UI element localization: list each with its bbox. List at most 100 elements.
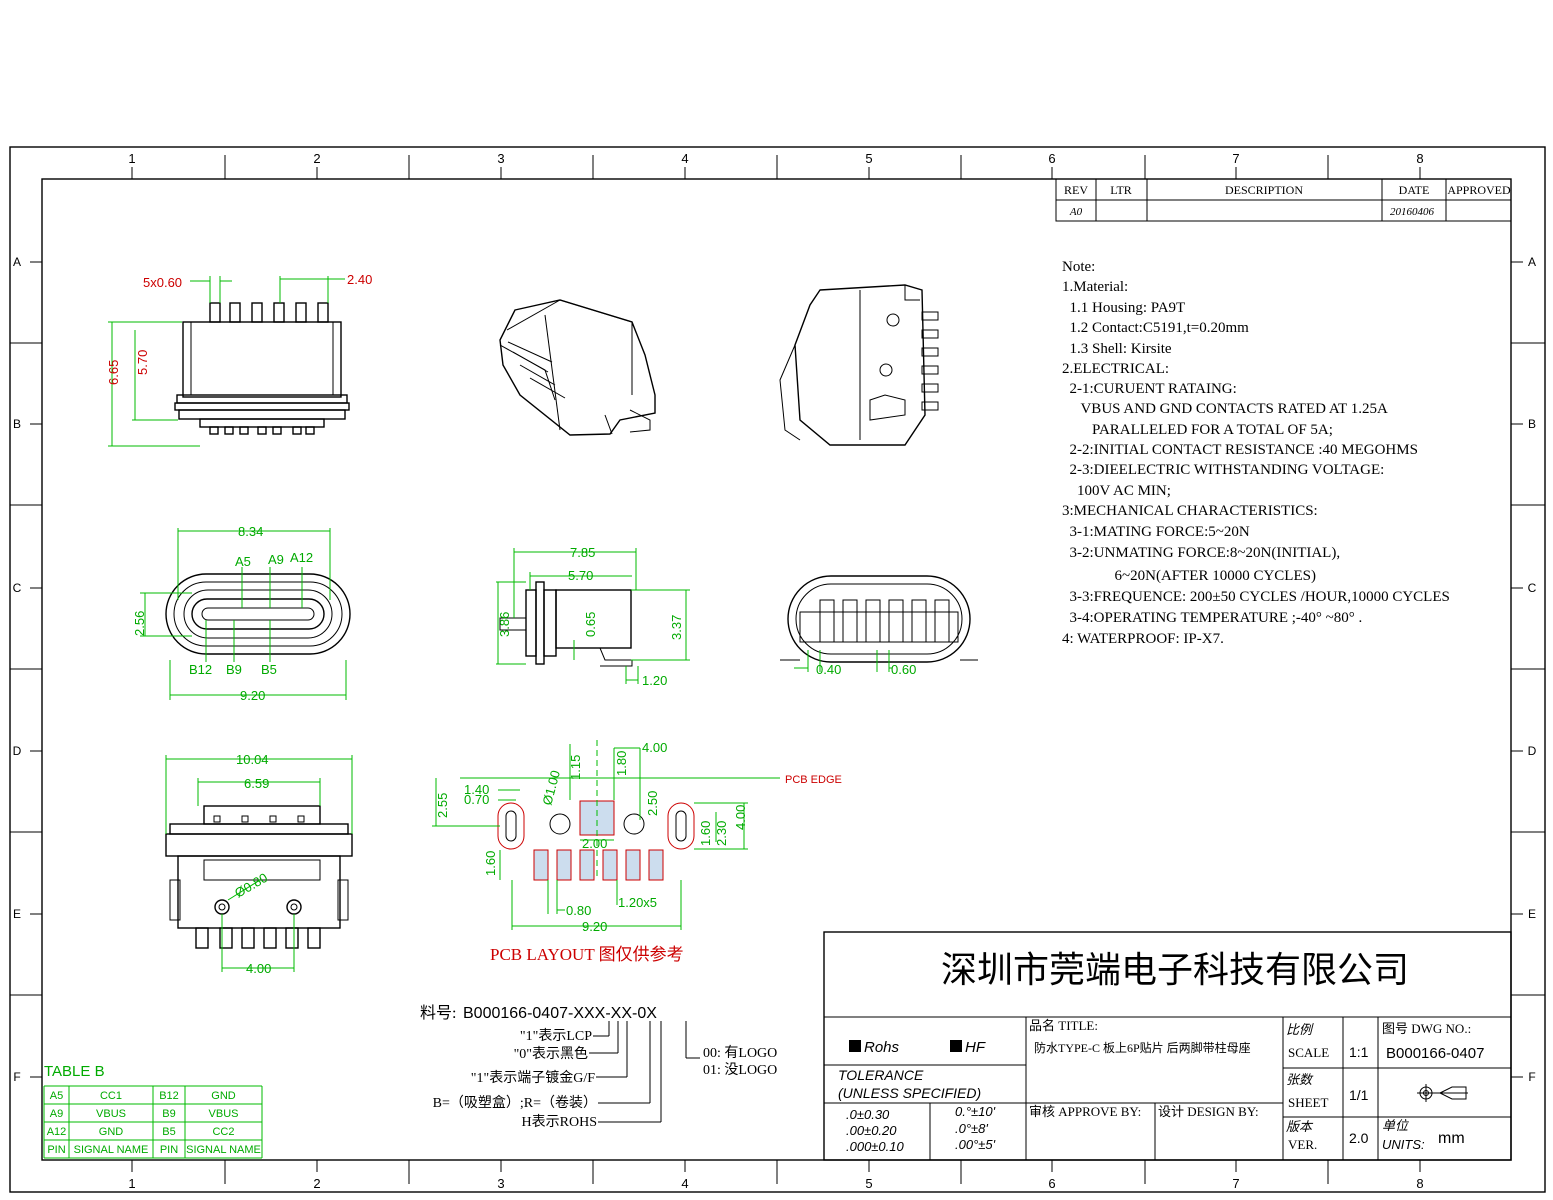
dim-9-20: 9.20 (240, 688, 265, 703)
unless-label: (UNLESS SPECIFIED) (838, 1085, 981, 1101)
units-label: UNITS: (1382, 1137, 1425, 1152)
note-line: PARALLELED FOR A TOTAL OF 5A; (1062, 422, 1333, 438)
pcb-layout: PCB EDGE 1.40 0.7 (432, 740, 842, 964)
rev-header: REV (1064, 183, 1088, 197)
dim-5-70: 5.70 (135, 350, 150, 375)
hf-mark: HF (965, 1039, 986, 1056)
legend-black: "0"表示黑色 (514, 1045, 588, 1062)
revision-table: REV LTR DESCRIPTION DATE APPROVED A0 201… (1055, 178, 1512, 222)
end-view: 8.34 A5 A9 A12 B12 B9 B5 9.20 2.56 (132, 524, 351, 703)
zone-col-bottom: 3 (497, 1176, 504, 1191)
dim-0-70: 0.70 (464, 792, 489, 807)
part-number-label: 料号: (420, 1004, 456, 1022)
pin-a5: A5 (235, 554, 251, 569)
dim-0-65: 0.65 (583, 612, 598, 637)
pin-b5: B5 (261, 662, 277, 677)
table-b-cell: PIN (47, 1144, 65, 1156)
zone-col-top: 4 (681, 151, 688, 166)
table-b-cell: A5 (50, 1090, 63, 1102)
zone-row-right: C (1528, 581, 1537, 595)
zone-col-bottom: 4 (681, 1176, 688, 1191)
dim-9-20-pcb: 9.20 (582, 919, 607, 934)
pcb-layout-title: PCB LAYOUT 图仅供参考 (490, 945, 684, 964)
note-line: 6~20N(AFTER 10000 CYCLES) (1062, 568, 1316, 584)
ver-label: VER. (1288, 1137, 1317, 1152)
units-value: mm (1438, 1130, 1465, 1147)
dim-3-37: 3.37 (669, 615, 684, 640)
zone-col-bottom: 5 (865, 1176, 872, 1191)
logo-01: 01: 没LOGO (703, 1062, 777, 1078)
zone-row-left: B (13, 417, 21, 431)
description-header: DESCRIPTION (1225, 183, 1303, 197)
note-line: 1.3 Shell: Kirsite (1062, 341, 1172, 357)
projection-symbol-icon (1417, 1084, 1468, 1102)
dim-1-40: 1.40 (464, 782, 489, 797)
scale-value: 1:1 (1349, 1044, 1369, 1060)
table-b-cell: GND (211, 1090, 236, 1102)
dim-2-50: 2.50 (645, 791, 660, 816)
dim-hole-1-00: Ø1.00 (539, 769, 563, 807)
dwg-label: 图号 DWG NO.: (1382, 1021, 1471, 1036)
zone-col-bottom: 1 (128, 1176, 135, 1191)
zone-row-right: D (1528, 744, 1537, 758)
pcb-edge-label: PCB EDGE (785, 774, 842, 786)
dim-2-00: 2.00 (582, 836, 607, 851)
rear-view: 0.40 0.60 (780, 575, 978, 677)
dim-2-40: 2.40 (347, 272, 372, 287)
table-b-cell: PIN (160, 1144, 178, 1156)
part-number-code: B000166-0407-XXX-XX-0X (463, 1005, 657, 1022)
dim-5-70-side: 5.70 (568, 568, 593, 583)
tol-lin-2: .00±0.20 (846, 1123, 897, 1138)
zone-col-bottom: 8 (1416, 1176, 1423, 1191)
tolerance-label: TOLERANCE (838, 1067, 924, 1083)
logo-00: 00: 有LOGO (703, 1045, 777, 1061)
ltr-header: LTR (1110, 183, 1132, 197)
zone-row-left: F (13, 1070, 20, 1084)
legend-rohs: H表示ROHS (522, 1114, 597, 1130)
front-view: 5x0.60 2.40 6.65 5.70 (106, 272, 372, 447)
tol-ang-3: .00°±5' (955, 1137, 996, 1152)
zone-col-bottom: 6 (1048, 1176, 1055, 1191)
sheet-label-cn: 张数 (1286, 1072, 1314, 1087)
table-b-cell: A9 (50, 1108, 63, 1120)
units-label-cn: 单位 (1382, 1118, 1410, 1133)
zone-row-left: A (13, 255, 21, 269)
zone-col-bottom: 7 (1232, 1176, 1239, 1191)
zone-row-right: E (1528, 907, 1536, 921)
zone-col-top: 8 (1416, 151, 1423, 166)
legend-gold: "1"表示端子镀金G/F (471, 1069, 595, 1086)
zone-row-right: A (1528, 255, 1536, 269)
note-line: 3:MECHANICAL CHARACTERISTICS: (1062, 503, 1318, 519)
table-b-cell: B12 (159, 1090, 179, 1102)
dim-6-59: 6.59 (244, 776, 269, 791)
scale-label-cn: 比例 (1286, 1022, 1314, 1037)
note-line: 2-2:INITIAL CONTACT RESISTANCE :40 MEGOH… (1062, 442, 1418, 458)
part-number-legend: 料号: B000166-0407-XXX-XX-0X "1"表示LCP "0"表… (420, 1004, 777, 1130)
table-b-cell: B9 (162, 1108, 175, 1120)
note-line: 2-1:CURUENT RATAING: (1062, 381, 1237, 397)
zone-col-top: 5 (865, 151, 872, 166)
dim-10-04: 10.04 (236, 752, 269, 767)
note-line: 3-4:OPERATING TEMPERATURE ;-40° ~80° . (1062, 610, 1362, 626)
dim-1-15: 1.15 (568, 755, 583, 780)
note-line: 3-2:UNMATING FORCE:8~20N(INITIAL), (1062, 545, 1340, 561)
tol-ang-2: .0°±8' (955, 1121, 988, 1136)
table-b-cell: CC2 (212, 1126, 234, 1138)
dim-6-65: 6.65 (106, 360, 121, 385)
approve-label: 审核 APPROVE BY: (1029, 1104, 1141, 1119)
table-b-cell: SIGNAL NAME (186, 1144, 261, 1156)
notes-block: Note:1.Material: 1.1 Housing: PA9T 1.2 C… (1062, 259, 1450, 647)
dim-0-80: 0.80 (566, 903, 591, 918)
dim-1-20: 1.20 (642, 673, 667, 688)
dim-2-30: 2.30 (714, 821, 729, 846)
note-line: 2-3:DIEELECTRIC WITHSTANDING VOLTAGE: (1062, 462, 1384, 478)
zone-row-left: C (13, 581, 22, 595)
title-value: 防水TYPE-C 板上6P贴片 后两脚带柱母座 (1034, 1040, 1251, 1055)
pin-a12: A12 (290, 550, 313, 565)
note-line: 100V AC MIN; (1062, 483, 1171, 499)
dim-1-60-a: 1.60 (698, 821, 713, 846)
zone-row-left: E (13, 907, 21, 921)
zone-col-top: 3 (497, 151, 504, 166)
